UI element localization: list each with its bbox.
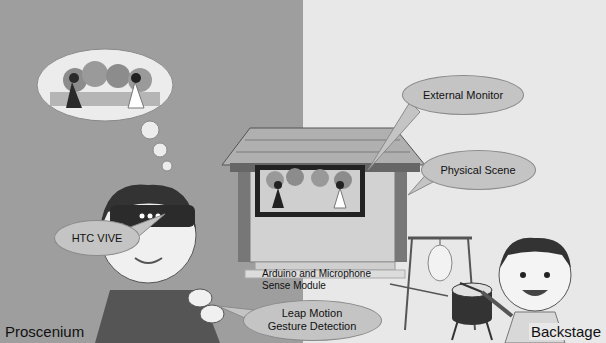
gong-stand: [440, 238, 441, 245]
bubble-label: HTC VIVE: [72, 232, 123, 245]
bubble-label: Physical Scene: [440, 164, 515, 177]
stage-building: [222, 128, 425, 278]
vr-user-figure: [95, 185, 224, 343]
drummer-figure: [460, 283, 482, 292]
stage-building: [274, 181, 282, 189]
stage-building: [334, 171, 352, 189]
vr-user-figure: [188, 289, 212, 307]
bubble-label: External Monitor: [423, 89, 503, 102]
thought-bubble: [69, 73, 79, 83]
thought-bubble: [128, 82, 144, 108]
drummer-figure: [482, 292, 512, 316]
stage-building: [395, 172, 407, 262]
thought-bubble: [162, 161, 172, 171]
thought-bubble: [131, 73, 141, 83]
gong-stand: [428, 245, 452, 281]
thought-bubble: [141, 121, 159, 139]
stage-building: [260, 170, 360, 212]
stage-building: [245, 140, 400, 141]
vr-user-figure: [148, 214, 153, 219]
callout-pointer: [368, 102, 420, 170]
thought-bubble: [153, 143, 167, 157]
drummer-figure: [544, 272, 550, 278]
bubble-label: Leap Motion Gesture Detection: [266, 307, 358, 333]
callout-bubble: HTC VIVE: [54, 220, 140, 256]
thought-bubble: [106, 64, 130, 88]
thought-bubble: [50, 92, 160, 106]
stage-building: [311, 169, 329, 187]
drummer-figure: [522, 290, 548, 296]
thought-bubble: [37, 49, 173, 171]
callout-bubble: Leap Motion Gesture Detection: [243, 300, 382, 341]
callout-bubble: External Monitor: [402, 75, 524, 115]
vr-user-figure: [140, 214, 145, 219]
callout-pointer: [390, 284, 448, 296]
drum: [452, 283, 492, 340]
vr-user-figure: [200, 305, 224, 323]
vr-user-figure: [135, 258, 162, 263]
callout-bubble: Physical Scene: [421, 150, 536, 190]
zone-label: Proscenium: [3, 323, 86, 340]
stage-building: [336, 181, 344, 189]
thought-bubble: [66, 82, 82, 108]
stage-building: [238, 172, 250, 262]
stage-building: [334, 188, 346, 208]
stage-building: [266, 171, 284, 189]
thought-bubble: [37, 49, 173, 121]
drummer-figure: [500, 238, 571, 268]
drummer-figure: [520, 272, 526, 278]
stage-building: [272, 188, 284, 208]
callout-pointer: [128, 102, 448, 324]
thought-bubble: [128, 68, 152, 92]
component-label: Arduino and Microphone Sense Module: [262, 268, 386, 291]
drum: [486, 320, 492, 340]
thought-bubble: [82, 61, 108, 87]
gong-stand: [405, 238, 412, 330]
stage-building: [255, 165, 365, 217]
zone-label: Backstage: [529, 323, 603, 340]
drum: [452, 320, 458, 340]
stage-building: [286, 168, 304, 186]
